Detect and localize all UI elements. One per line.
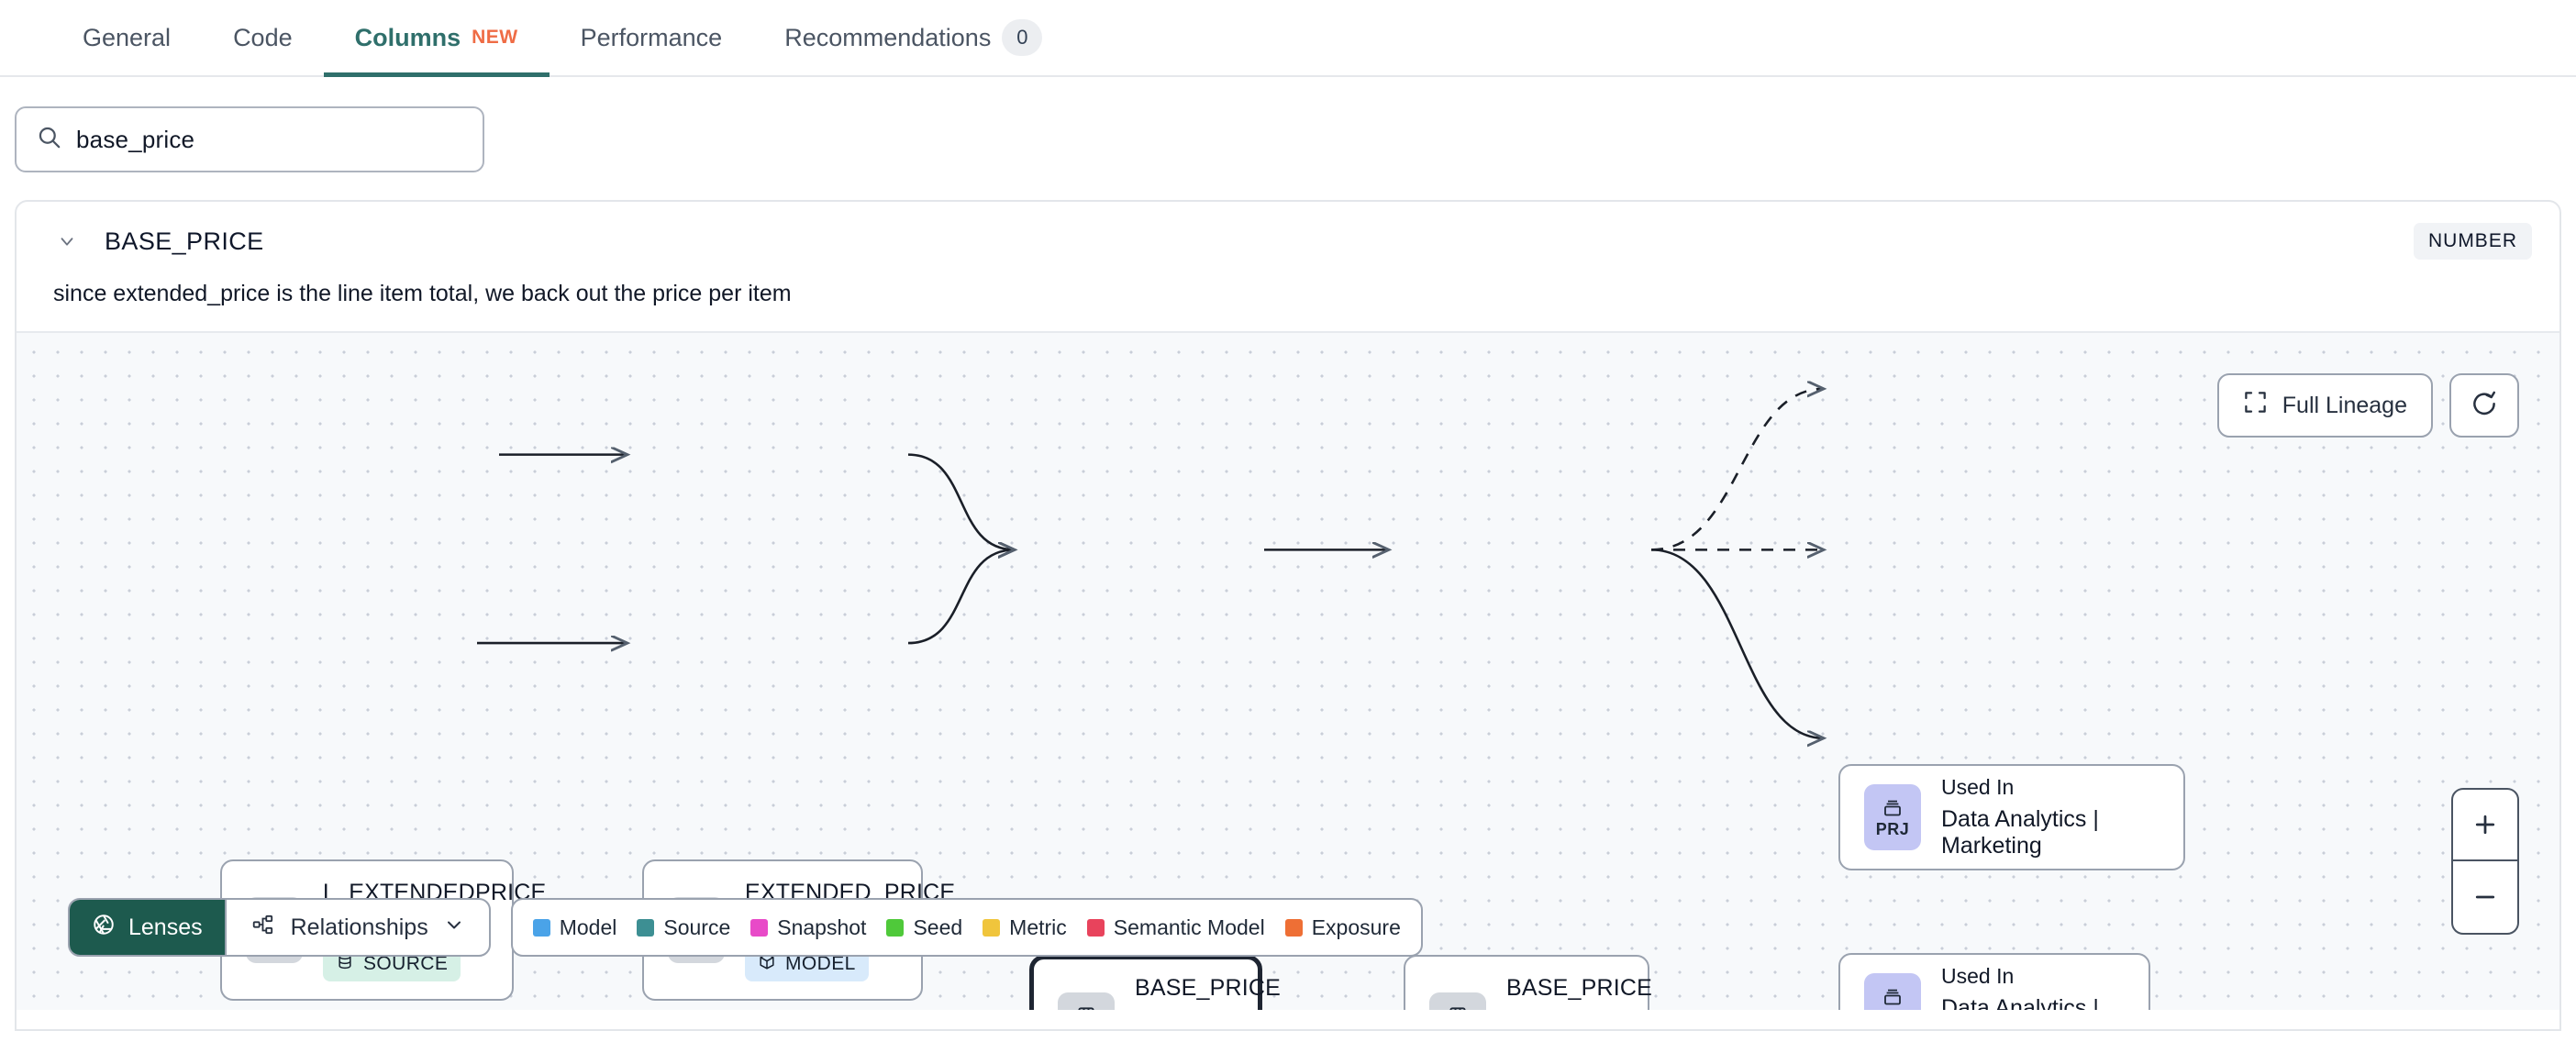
lineage-canvas[interactable]: Full Lineage COL L_EXTENDEDP: [17, 331, 2559, 1010]
refresh-button[interactable]: [2449, 373, 2519, 438]
legend-label-exposure: Exposure: [1311, 914, 1401, 939]
node-usedin-label: Used In: [1941, 775, 2015, 799]
node-subtitle: order_items: [1135, 1008, 1281, 1011]
tab-performance[interactable]: Performance: [550, 0, 754, 75]
full-lineage-button[interactable]: Full Lineage: [2216, 373, 2433, 438]
column-type-badge: NUMBER: [2413, 223, 2532, 260]
tab-general[interactable]: General: [51, 0, 202, 75]
zoom-in-button[interactable]: [2453, 790, 2517, 861]
legend-label-semantic-model: Semantic Model: [1113, 914, 1265, 939]
tab-general-label: General: [83, 24, 172, 51]
page-title: BASE_PRICE: [105, 227, 264, 255]
lineage-node-project-sales[interactable]: PRJ Used In Data Analytics | Sales: [1838, 953, 2150, 1010]
search-input[interactable]: base_price: [15, 106, 484, 172]
legend-swatch-semantic-model: [1086, 918, 1105, 937]
legend-item-semantic-model: Semantic Model: [1086, 914, 1265, 940]
legend-label-snapshot: Snapshot: [777, 914, 867, 939]
legend-label-metric: Metric: [1009, 914, 1067, 939]
legend-swatch-exposure: [1284, 918, 1303, 937]
lenses-label: Lenses: [128, 914, 203, 940]
legend-swatch-snapshot: [750, 918, 769, 937]
legend-item-seed: Seed: [886, 915, 962, 940]
lineage-node-project-marketing[interactable]: PRJ Used In Data Analytics | Marketing: [1838, 764, 2185, 870]
lineage-node-base-price-fct-order-items[interactable]: COL BASE_PRICE fct_order_items MODEL: [1404, 955, 1652, 1011]
tab-recommendations[interactable]: Recommendations 0: [753, 0, 1073, 75]
recommendations-count-badge: 0: [1002, 19, 1043, 56]
tab-columns-label: Columns: [354, 24, 461, 51]
node-body: BASE_PRICE order_items MODEL: [1135, 975, 1281, 1011]
refresh-icon: [2471, 389, 2498, 423]
project-icon-label: PRJ: [1875, 820, 1910, 838]
node-body: Used In Data Analytics | Sales: [1941, 964, 2125, 1010]
search-input-value: base_price: [76, 125, 195, 153]
column-icon: COL: [1058, 992, 1115, 1010]
tab-columns[interactable]: Columns NEW: [323, 0, 550, 77]
hierarchy-icon: [250, 913, 276, 943]
tab-columns-new-badge: NEW: [472, 27, 518, 48]
lineage-node-base-price-order-items[interactable]: COL BASE_PRICE order_items MODEL: [1029, 955, 1281, 1010]
legend-label-seed: Seed: [913, 914, 963, 939]
relationships-dropdown[interactable]: Relationships: [224, 900, 489, 955]
full-lineage-label: Full Lineage: [2282, 392, 2407, 418]
node-project-name: Data Analytics | Sales: [1941, 995, 2099, 1010]
legend-swatch-metric: [983, 918, 1001, 937]
chevron-down-icon: [443, 914, 465, 942]
legend-item-model: Model: [532, 914, 617, 940]
node-name: BASE_PRICE: [1506, 974, 1653, 1001]
canvas-bottom-toolbar: Lenses Relationships: [68, 898, 1423, 957]
zoom-controls: [2451, 788, 2519, 935]
legend-swatch-seed: [886, 918, 905, 937]
tab-code-label: Code: [233, 24, 293, 51]
node-subtitle: fct_order_items: [1506, 1008, 1652, 1011]
tab-recommendations-label: Recommendations: [784, 24, 992, 51]
legend-item-metric: Metric: [983, 915, 1067, 940]
tab-code[interactable]: Code: [202, 0, 324, 75]
tab-performance-label: Performance: [580, 24, 723, 51]
lenses-relationships-group: Lenses Relationships: [68, 898, 491, 957]
node-usedin-label: Used In: [1941, 964, 2015, 988]
aperture-icon: [92, 913, 116, 943]
legend-label-source: Source: [663, 914, 731, 939]
node-type-legend: Model Source Snapshot Seed Metric: [510, 898, 1423, 957]
tab-bar: General Code Columns NEW Performance Rec…: [0, 0, 2576, 77]
node-body: BASE_PRICE fct_order_items MODEL: [1506, 975, 1652, 1011]
legend-item-snapshot: Snapshot: [750, 915, 866, 940]
project-icon: PRJ: [1864, 784, 1921, 850]
legend-item-source: Source: [637, 915, 730, 940]
chevron-down-icon[interactable]: [53, 227, 81, 255]
node-body: Used In Data Analytics | Marketing: [1941, 775, 2160, 859]
lineage-edges: [477, 333, 2559, 1010]
node-name: BASE_PRICE: [1135, 974, 1282, 1001]
zoom-out-button[interactable]: [2453, 861, 2517, 933]
legend-item-exposure: Exposure: [1284, 914, 1401, 940]
column-description: since extended_price is the line item to…: [53, 281, 792, 306]
search-icon: [37, 125, 61, 154]
cube-icon: [758, 952, 776, 976]
canvas-top-controls: Full Lineage: [2216, 373, 2519, 438]
column-header: BASE_PRICE NUMBER: [17, 202, 2559, 260]
project-icon: PRJ: [1864, 973, 1921, 1010]
legend-label-model: Model: [559, 914, 617, 939]
node-kind-label: MODEL: [785, 952, 856, 974]
lenses-button[interactable]: Lenses: [70, 900, 225, 955]
legend-swatch-model: [532, 918, 550, 937]
search-area: base_price: [0, 77, 2576, 172]
node-project-name: Data Analytics | Marketing: [1941, 806, 2099, 859]
relationships-label: Relationships: [290, 914, 428, 940]
column-icon: COL: [1429, 992, 1486, 1010]
legend-swatch-source: [637, 918, 655, 937]
expand-icon: [2243, 390, 2268, 421]
column-detail-panel: BASE_PRICE NUMBER since extended_price i…: [15, 200, 2561, 1031]
node-kind-label: SOURCE: [363, 952, 449, 974]
